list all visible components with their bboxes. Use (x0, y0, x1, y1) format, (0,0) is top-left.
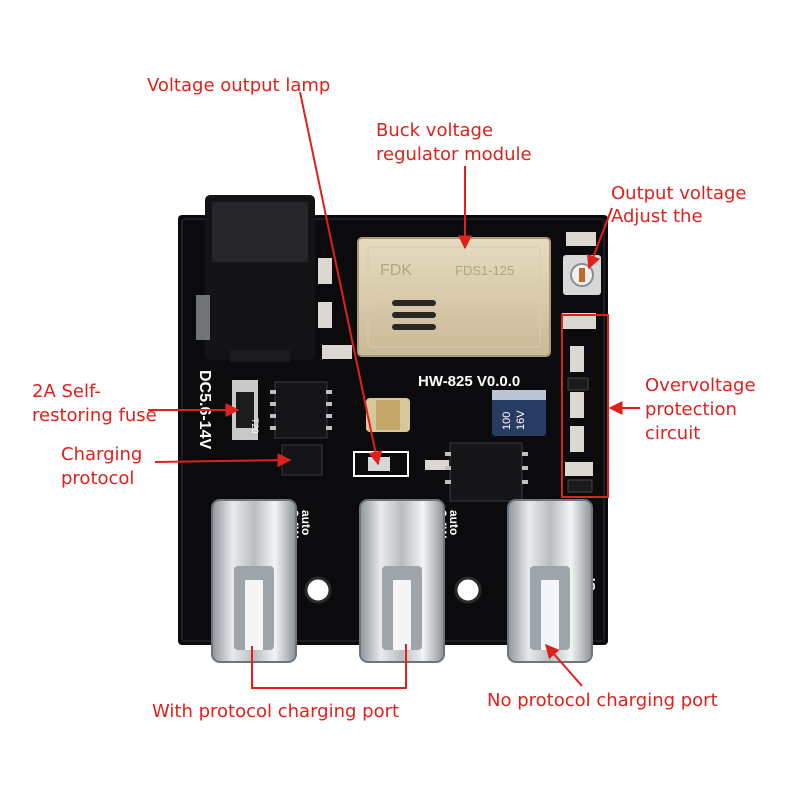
label-output-adjust-line1: Output voltage (611, 183, 747, 204)
overvoltage-chips (567, 377, 593, 493)
capacitor-value: 100 (501, 412, 513, 430)
label-buck-module-line1: Buck voltage (376, 120, 494, 141)
label-protocol-line1: Charging (61, 444, 143, 465)
label-overvoltage-line2: protection (645, 399, 737, 420)
module-marking-1: FDK (380, 262, 412, 279)
module-marking-2: FDS1-125 (455, 263, 514, 278)
annotation-leaders (148, 91, 640, 689)
port1-mode-label: auto (299, 510, 313, 535)
label-fuse-line1: 2A Self- (32, 381, 101, 402)
model-label: HW-825 V0.0.0 (418, 373, 520, 390)
usb-port-1 (211, 499, 297, 663)
mounting-hole-right (454, 576, 482, 604)
usb-port-2 (359, 499, 445, 663)
label-fuse-line2: restoring fuse (32, 405, 157, 426)
label-overvoltage-line3: circuit (645, 423, 701, 444)
potentiometer (563, 255, 601, 295)
capacitor-voltage: 16V (515, 410, 527, 430)
usb-port-3 (507, 499, 593, 663)
buck-regulator-module: FDK FDS1-125 (357, 237, 551, 357)
dc-barrel-jack (196, 195, 315, 362)
label-with-protocol-port: With protocol charging port (152, 701, 400, 722)
fuse-code: T20 (250, 418, 260, 434)
integrated-circuits (270, 381, 528, 502)
port2-mode-label: auto (447, 510, 461, 535)
smd-components (318, 232, 596, 476)
label-voltage-output-lamp: Voltage output lamp (147, 75, 331, 96)
mounting-hole-left (304, 576, 332, 604)
label-overvoltage-line1: Overvoltage (645, 375, 756, 396)
label-protocol-line2: protocol (61, 468, 135, 489)
label-no-protocol-port: No protocol charging port (487, 690, 718, 711)
overvoltage-highlight-box (561, 314, 609, 498)
label-output-adjust-line2: Adjust the (611, 206, 703, 227)
label-buck-module-line2: regulator module (376, 144, 532, 165)
capacitor: 100 16V (492, 390, 546, 436)
inductor (366, 398, 410, 432)
